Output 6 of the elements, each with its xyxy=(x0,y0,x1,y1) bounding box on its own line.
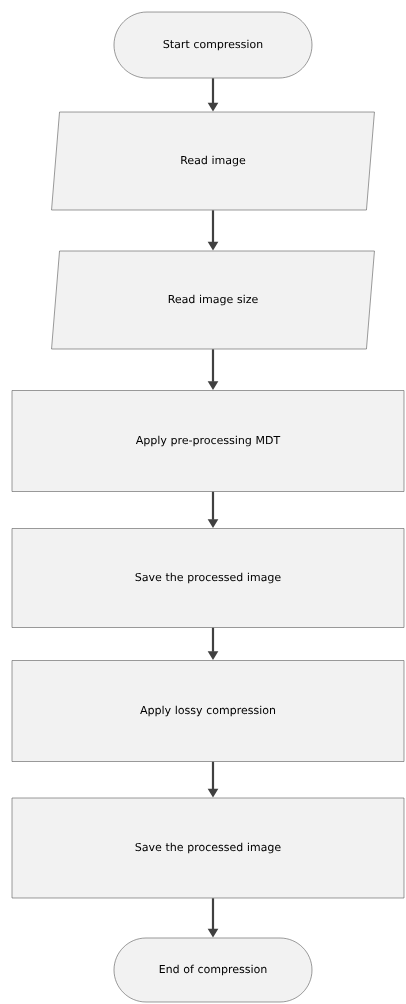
process-box: Save the processed image xyxy=(11,528,405,628)
process-box: Apply pre-processing MDT xyxy=(11,390,405,492)
process-box: Apply lossy compression xyxy=(11,660,405,762)
process-box: Save the processed image xyxy=(11,797,405,899)
input-parallelogram: Read image xyxy=(51,111,375,211)
input-parallelogram: Read image size xyxy=(51,250,375,350)
